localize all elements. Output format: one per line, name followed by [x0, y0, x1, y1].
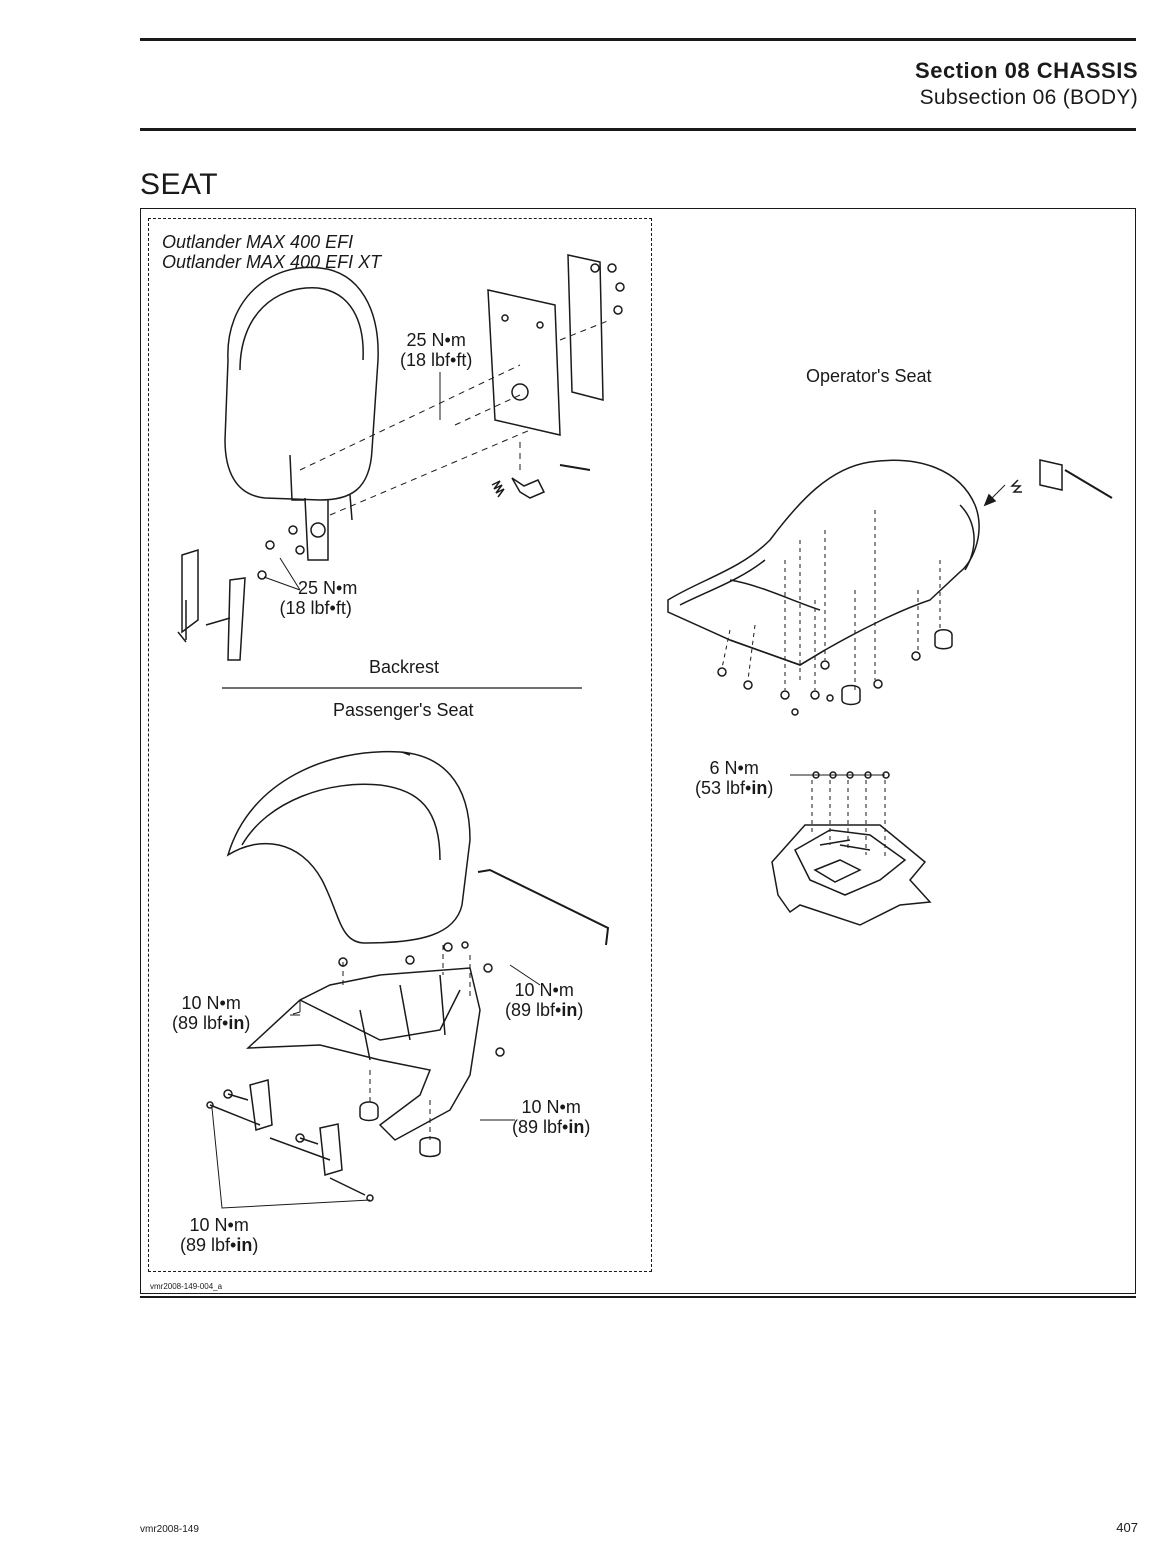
- header-bottom-rule: [140, 128, 1136, 131]
- torque-passenger-left: 10 N•m (89 lbf•in): [172, 993, 251, 1033]
- passenger-seat-base-drawing: [245, 967, 481, 1158]
- figure-code: vmr2008-149-004_a: [150, 1282, 223, 1291]
- latch-spring-drawing: [491, 477, 546, 499]
- model-name-2: Outlander MAX 400 EFI XT: [162, 252, 382, 272]
- subsection-heading: Subsection 06 (BODY): [919, 86, 1138, 109]
- figure-bottom-rule: [140, 1296, 1136, 1298]
- passenger-posts-drawing: [206, 1079, 374, 1202]
- max-model-dashed-box: [148, 218, 652, 1272]
- page-number: 407: [1116, 1520, 1138, 1535]
- figure-frame: [140, 208, 1136, 1294]
- backrest-pad-drawing: [224, 266, 379, 561]
- label-operators-seat: Operator's Seat: [806, 366, 932, 386]
- operator-support-plate-drawing: [771, 824, 932, 926]
- backrest-posts-drawing: [177, 548, 246, 661]
- footer-doc-code: vmr2008-149: [140, 1524, 199, 1535]
- torque-passenger-right-top: 10 N•m (89 lbf•in): [505, 980, 584, 1020]
- model-name-1: Outlander MAX 400 EFI: [162, 232, 354, 252]
- torque-backrest-post: 25 N•m (18 lbf•ft): [279, 578, 358, 618]
- page-title: SEAT: [140, 168, 219, 201]
- label-backrest: Backrest: [369, 657, 440, 677]
- section-heading: Section 08 CHASSIS: [915, 58, 1138, 83]
- header-top-rule: [140, 38, 1136, 41]
- torque-operator-plate: 6 N•m (53 lbf•in): [695, 758, 774, 798]
- backrest-bracket-drawing: [487, 254, 625, 471]
- label-passengers-seat: Passenger's Seat: [333, 700, 474, 720]
- passenger-seat-cushion-drawing: [226, 750, 471, 944]
- torque-passenger-right-bottom: 10 N•m (89 lbf•in): [512, 1097, 591, 1137]
- torque-passenger-bottom: 10 N•m (89 lbf•in): [180, 1215, 259, 1255]
- operator-seat-drawing: [667, 459, 980, 706]
- torque-backrest-bracket: 25 N•m (18 lbf•ft): [400, 330, 473, 370]
